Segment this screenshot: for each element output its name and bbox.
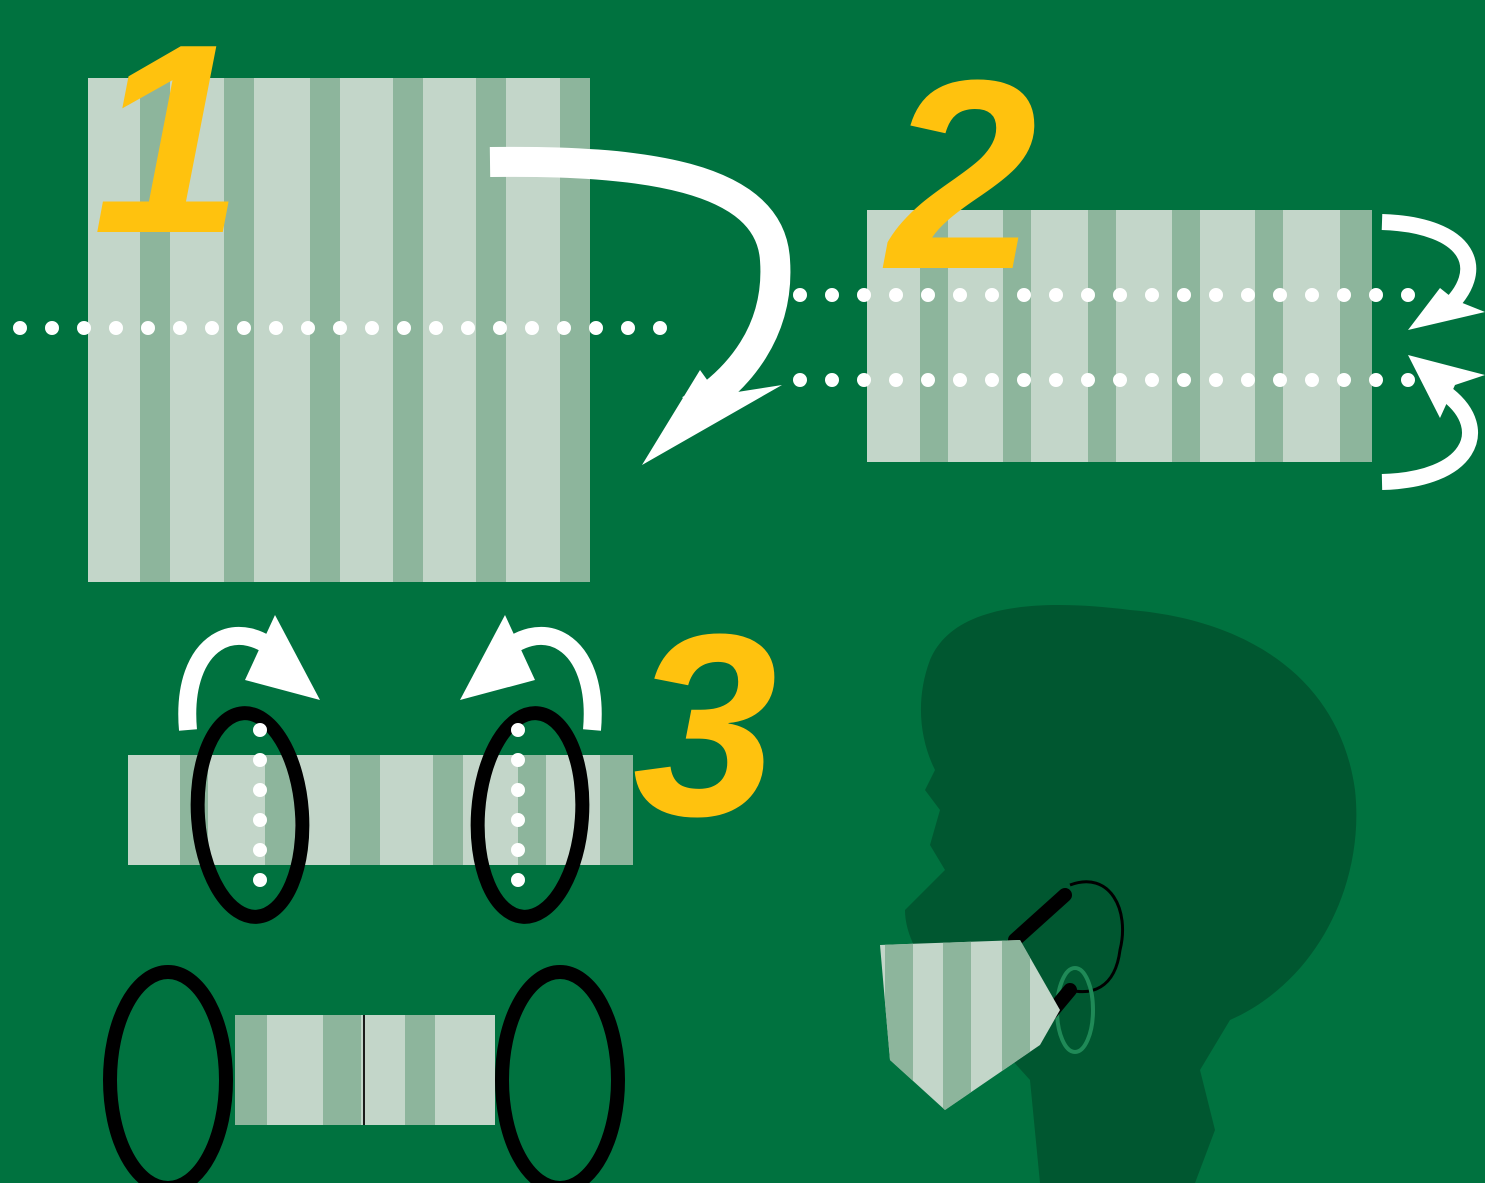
step-number-1: 1 <box>93 0 243 290</box>
step-number-3: 3 <box>633 581 778 871</box>
step-number-2: 2 <box>883 25 1037 326</box>
